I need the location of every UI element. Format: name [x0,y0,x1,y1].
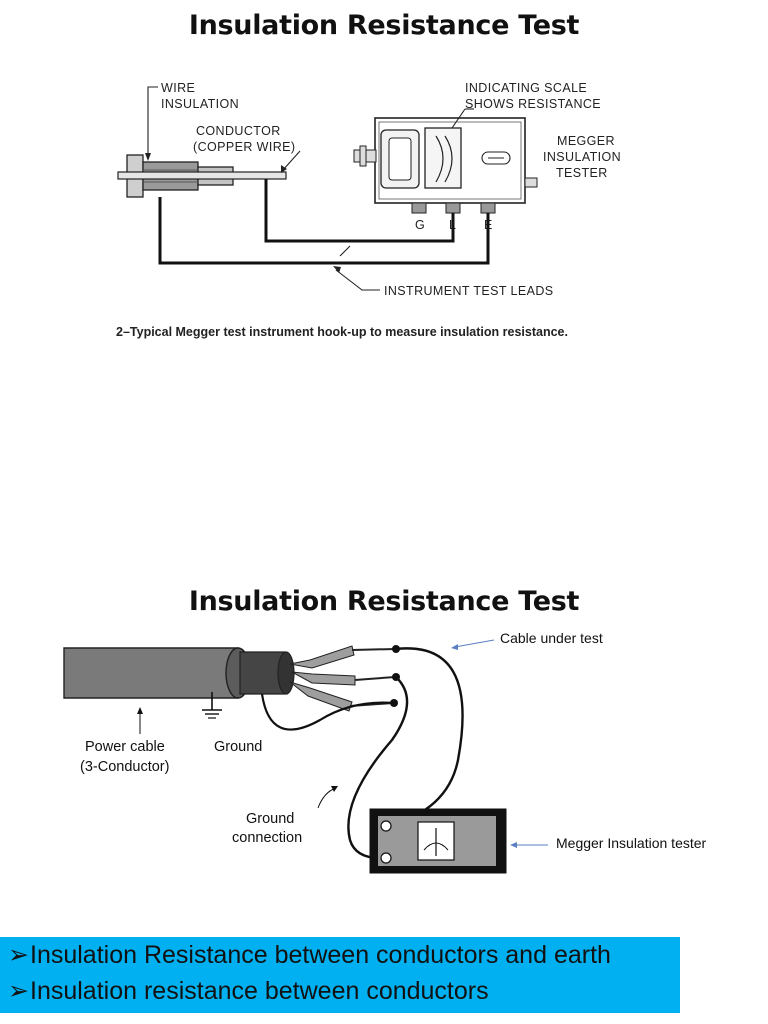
ground-symbol-icon [202,692,222,719]
label-megger-insulation-tester: Megger Insulation tester [556,835,707,851]
test-lead-conductor [264,179,455,243]
conductor-insulation-cores [289,645,400,712]
label-ground-connection-2: connection [232,830,302,846]
figure-caption: 2–Typical Megger test instrument hook-up… [116,325,568,339]
bullet-item: ➢Insulation Resistance between conductor… [0,937,680,973]
label-conductor: CONDUCTOR [196,124,281,138]
slide1-title: Insulation Resistance Test [188,10,580,41]
label-cable-under-test: Cable under test [500,630,603,646]
arrow-bullet-icon: ➢ [8,977,29,1005]
bullet-item: ➢Insulation resistance between conductor… [0,973,680,1009]
slide2-title: Insulation Resistance Test [188,586,580,617]
megger-hookup-diagram: WIRE INSULATION CONDUCTOR (COPPER WIRE) … [117,81,621,298]
arrow-bullet-icon: ➢ [8,941,29,969]
label-ground: Ground [214,739,262,755]
label-megger-tester: TESTER [556,166,608,180]
power-cable [63,647,244,699]
megger-tester-box [353,117,538,214]
label-3-conductor: (3-Conductor) [80,759,169,775]
bullet-text: Insulation Resistance between conductors… [30,941,611,969]
bullet-text: Insulation resistance between conductors [30,977,489,1005]
ground-connection-lead [347,676,409,860]
label-shows-resistance: SHOWS RESISTANCE [465,97,601,111]
label-megger: MEGGER [557,134,615,148]
label-test-leads: INSTRUMENT TEST LEADS [384,284,554,298]
three-conductor-cable-diagram: Cable under test Power cable (3-Conducto… [63,630,707,874]
test-lead-earth [158,197,490,265]
bullet-box: ➢Insulation Resistance between conductor… [0,937,680,1013]
copper-conductor [117,171,287,180]
label-wire: WIRE [161,81,195,95]
label-megger-insulation: INSULATION [543,150,621,164]
label-insulation: INSULATION [161,97,239,111]
label-power-cable: Power cable [85,739,165,755]
label-indicating-scale: INDICATING SCALE [465,81,587,95]
label-ground-connection-1: Ground [246,811,294,827]
megger-insulation-tester [369,808,507,874]
label-copper-wire: (COPPER WIRE) [193,140,295,154]
terminal-g-label: G [415,218,425,232]
